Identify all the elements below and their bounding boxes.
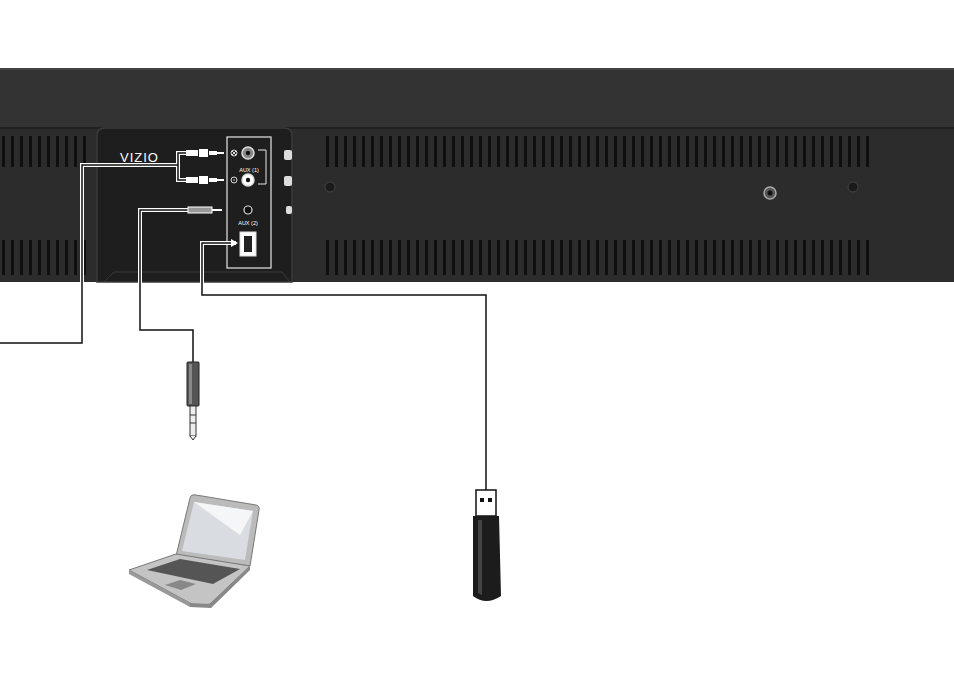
rca-jack [242, 174, 254, 186]
rca-jack [242, 147, 254, 159]
connector-panel [97, 128, 292, 282]
side-button [284, 176, 292, 186]
port-outline [227, 137, 271, 268]
laptop [129, 495, 259, 608]
port-label: AUX (2) [238, 221, 258, 227]
soundbar-body [0, 68, 954, 282]
vent-grille [0, 136, 92, 167]
side-button [284, 150, 292, 160]
brand-logo: VIZIO [120, 151, 159, 164]
soundbar-top [0, 68, 954, 128]
mount-jack [764, 187, 776, 199]
aux-jack [244, 206, 252, 214]
usb-port [240, 232, 256, 256]
vent-grille [322, 240, 870, 275]
port-label: AUX (1) [239, 168, 259, 174]
side-button [286, 206, 292, 214]
rca-cable [0, 149, 224, 343]
vent-grille [322, 136, 870, 167]
vent-grille [0, 240, 92, 275]
usb-plug [476, 490, 496, 516]
usb-flash-drive [473, 516, 501, 601]
